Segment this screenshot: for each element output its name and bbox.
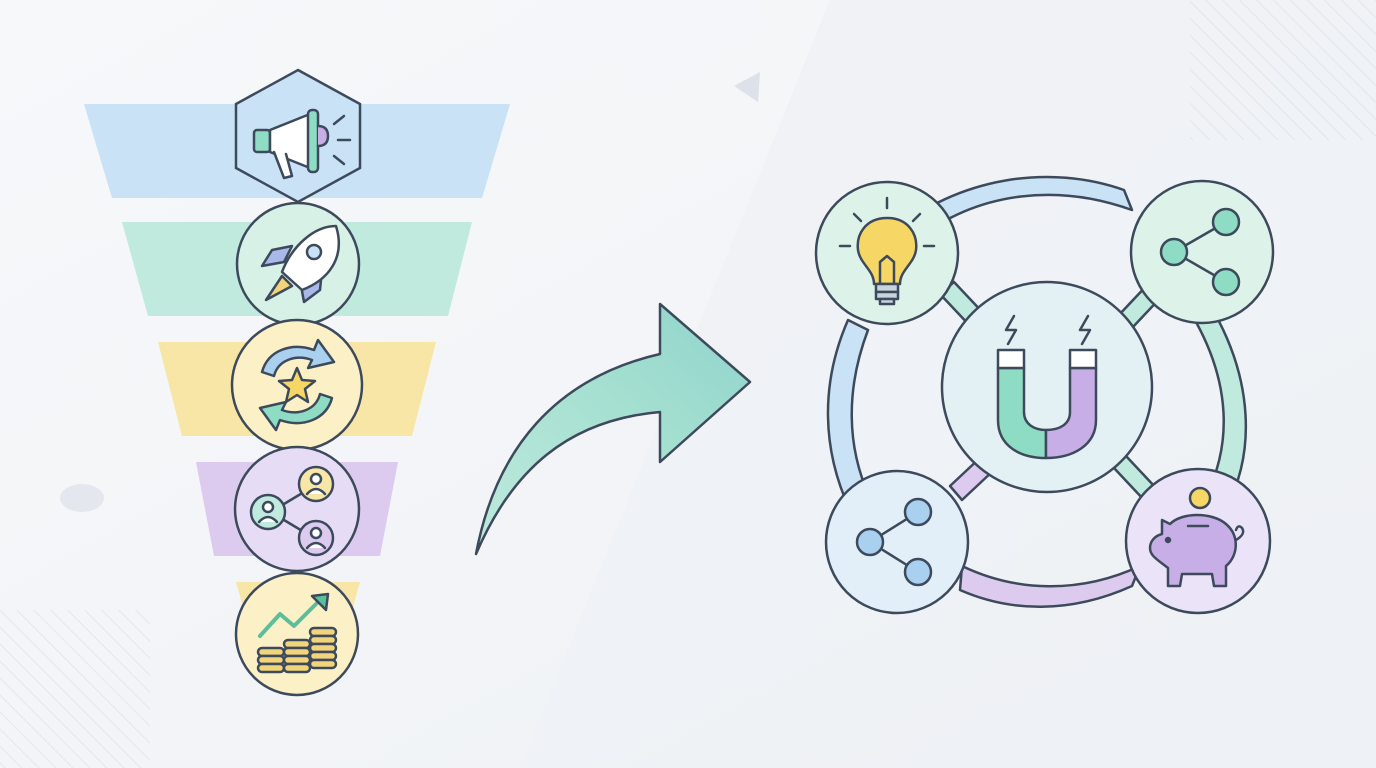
people-network-icon	[249, 465, 335, 557]
coins-growth-icon	[256, 592, 338, 674]
piggy-bank-icon	[1148, 486, 1245, 588]
share-icon	[1159, 207, 1241, 297]
lightbulb-icon	[838, 196, 936, 306]
curved-arrow-icon	[474, 302, 752, 556]
funnel-stage-refresh	[230, 318, 364, 452]
rocket-icon	[260, 224, 341, 304]
flywheel-hub	[940, 280, 1154, 494]
funnel-stage-megaphone	[234, 68, 362, 204]
refresh-star-icon	[258, 338, 336, 432]
magnet-icon	[996, 314, 1098, 460]
flywheel-node-bottom-left	[824, 469, 970, 615]
megaphone-icon	[252, 108, 352, 180]
funnel	[84, 68, 510, 697]
funnel-stage-network	[233, 445, 361, 573]
flywheel-node-bottom-right	[1124, 467, 1272, 615]
funnel-stage-revenue	[234, 571, 360, 697]
share-icon	[855, 497, 933, 587]
funnel-stage-rocket	[235, 201, 361, 327]
flywheel-node-top-right	[1129, 179, 1275, 325]
flywheel-node-top-left	[814, 180, 960, 326]
flywheel	[814, 175, 1275, 615]
